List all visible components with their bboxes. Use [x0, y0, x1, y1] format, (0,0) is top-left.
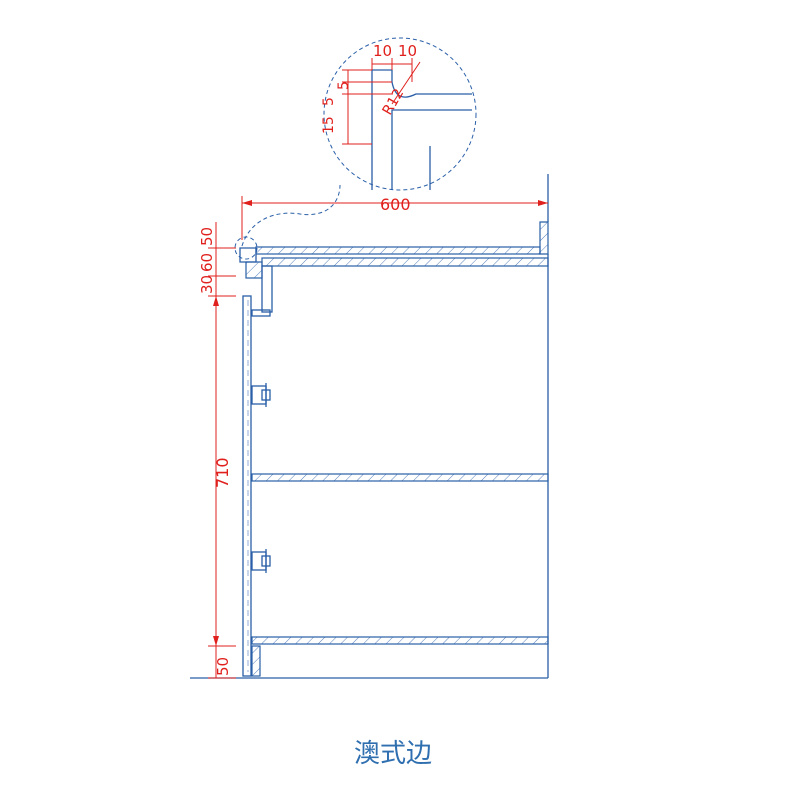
detail-dimensions	[342, 58, 421, 145]
detail-callout: 10 10 5 5 15 R12	[234, 37, 477, 260]
cabinet-top-panel	[245, 257, 549, 317]
dim-top-50: 50	[198, 227, 216, 246]
dim-bottom-50: 50	[214, 657, 232, 676]
hinge-icon	[251, 549, 271, 573]
detail-leader	[241, 184, 341, 247]
dim-door-710: 710	[213, 457, 232, 488]
detail-profile-inner	[391, 109, 472, 190]
vertical-dimension-chain	[208, 222, 236, 679]
cabinet-door	[242, 295, 252, 677]
detail-profile-top	[371, 69, 472, 190]
detail-radius-label: R12	[380, 86, 408, 118]
overall-width-dimension	[241, 174, 549, 240]
bottom-shelf	[251, 636, 549, 645]
hinge-icon	[251, 383, 271, 407]
detail-dim-10-right: 10	[398, 42, 417, 60]
drawing-caption: 澳式边	[354, 739, 432, 769]
detail-circle	[323, 37, 477, 191]
detail-dim-5b: 5	[321, 97, 337, 106]
middle-shelf	[251, 473, 549, 482]
detail-dim-5a: 5	[336, 81, 352, 90]
overall-width-label: 600	[380, 195, 411, 214]
dim-top-30: 30	[198, 275, 216, 294]
countertop	[239, 221, 549, 263]
dim-top-60: 60	[198, 253, 216, 272]
plinth	[190, 645, 548, 679]
detail-dim-10-left: 10	[373, 42, 392, 60]
detail-dim-15: 15	[321, 116, 337, 134]
